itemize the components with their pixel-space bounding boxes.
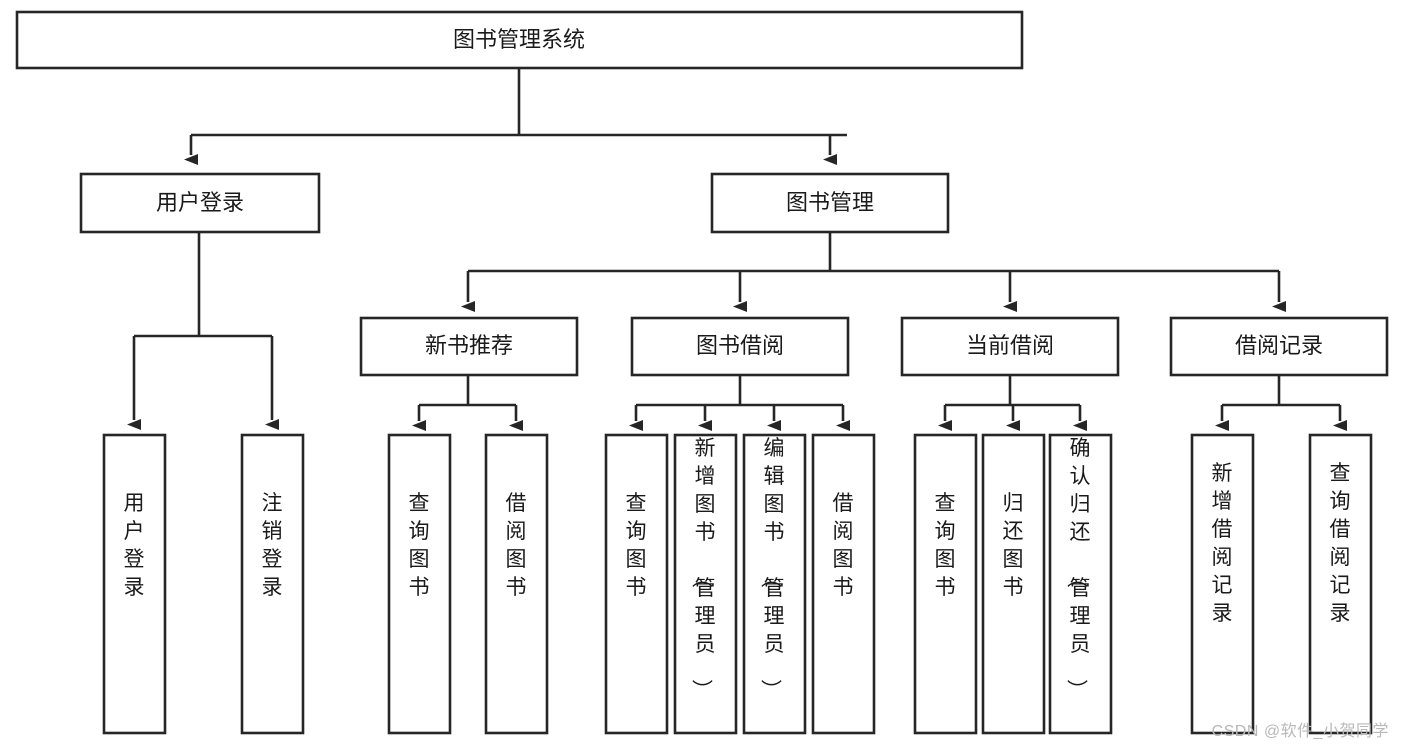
- leaf-borrow-record-1-box: [1308, 433, 1373, 735]
- leaf-node[interactable]: 借阅图书: [811, 433, 876, 735]
- leaf-book-borrow-2-label: 编辑图书（管理员）: [759, 437, 785, 700]
- edges-book-manage-to-level3: [461, 232, 1286, 312]
- leaf-current-borrow-0-label: 查询图书: [935, 492, 956, 599]
- node-book-manage-label: 图书管理: [786, 190, 874, 215]
- node-root-system[interactable]: 图书管理系统: [15, 10, 1024, 70]
- edges-new-book-to-leaves: [412, 375, 523, 431]
- leaf-book-borrow-1-label: 新增图书（管理员）: [690, 437, 716, 700]
- node-current-borrow-label: 当前借阅: [966, 333, 1054, 358]
- edges-user-login-to-leaves: [127, 232, 279, 430]
- leaf-node[interactable]: 确认归还（管理员）: [1048, 433, 1113, 735]
- node-root-box: [15, 10, 1024, 70]
- node-user-login-box: [79, 172, 321, 234]
- leaf-node[interactable]: 新增图书（管理员）: [673, 433, 738, 735]
- leaf-node[interactable]: 用户登录: [102, 433, 167, 735]
- node-book-borrow-label: 图书借阅: [696, 333, 784, 358]
- node-borrow-record-label: 借阅记录: [1235, 333, 1323, 358]
- leaf-book-borrow-3-box: [811, 433, 876, 735]
- leaf-node[interactable]: 借阅图书: [484, 433, 549, 735]
- edges-book-borrow-to-leaves: [629, 375, 850, 431]
- node-root-label: 图书管理系统: [453, 27, 585, 52]
- node-book-manage-box: [710, 172, 950, 234]
- leaf-node[interactable]: 查询图书: [387, 433, 452, 735]
- node-borrow-record-box: [1169, 316, 1389, 377]
- leaf-book-borrow-1-box: [673, 433, 738, 735]
- node-current-borrow[interactable]: 当前借阅: [900, 316, 1120, 377]
- edges-borrow-record-to-leaves: [1215, 375, 1347, 431]
- leaf-node[interactable]: 新增借阅记录: [1190, 433, 1255, 735]
- node-borrow-record[interactable]: 借阅记录: [1169, 316, 1389, 377]
- leaf-borrow-record-0-box: [1190, 433, 1255, 735]
- node-new-book-recommend-box: [359, 316, 579, 377]
- leaf-borrow-record-1-label: 查询借阅记录: [1330, 462, 1351, 625]
- node-new-book-recommend-label: 新书推荐: [425, 333, 513, 358]
- leaf-user-login-0-label: 用户登录: [124, 492, 145, 599]
- node-new-book-recommend[interactable]: 新书推荐: [359, 316, 579, 377]
- leaf-current-borrow-0-box: [913, 433, 978, 735]
- leaf-book-borrow-2-box: [742, 433, 807, 735]
- leaf-node[interactable]: 查询图书: [913, 433, 978, 735]
- leaf-new-book-1-label: 借阅图书: [506, 492, 527, 599]
- node-user-login[interactable]: 用户登录: [79, 172, 321, 234]
- leaf-current-borrow-1-label: 归还图书: [1003, 492, 1024, 599]
- leaf-new-book-1-box: [484, 433, 549, 735]
- leaf-user-login-1-label: 注销登录: [262, 492, 283, 599]
- node-book-borrow-box: [630, 316, 850, 377]
- leaf-current-borrow-2-box: [1048, 433, 1113, 735]
- leaf-node[interactable]: 查询图书: [604, 433, 669, 735]
- leaf-book-borrow-0-label: 查询图书: [626, 492, 647, 599]
- leaf-book-borrow-3-label: 借阅图书: [833, 492, 854, 599]
- leaf-book-borrow-0-box: [604, 433, 669, 735]
- edges-root-to-level2: [184, 68, 847, 165]
- node-user-login-label: 用户登录: [156, 190, 244, 215]
- leaf-current-borrow-2-label: 确认归还（管理员）: [1065, 437, 1091, 700]
- leaf-node[interactable]: 归还图书: [981, 433, 1046, 735]
- node-book-borrow[interactable]: 图书借阅: [630, 316, 850, 377]
- node-book-manage[interactable]: 图书管理: [710, 172, 950, 234]
- leaf-node[interactable]: 注销登录: [240, 433, 305, 735]
- leaf-current-borrow-1-box: [981, 433, 1046, 735]
- leaf-new-book-0-box: [387, 433, 452, 735]
- edges-current-borrow-to-leaves: [938, 375, 1087, 431]
- leaf-user-login-1-box: [240, 433, 305, 735]
- leaf-new-book-0-label: 查询图书: [409, 492, 430, 599]
- leaf-borrow-record-0-label: 新增借阅记录: [1212, 462, 1233, 625]
- leaf-node[interactable]: 查询借阅记录: [1308, 433, 1373, 735]
- node-current-borrow-box: [900, 316, 1120, 377]
- leaf-node[interactable]: 编辑图书（管理员）: [742, 433, 807, 735]
- leaf-user-login-0-box: [102, 433, 167, 735]
